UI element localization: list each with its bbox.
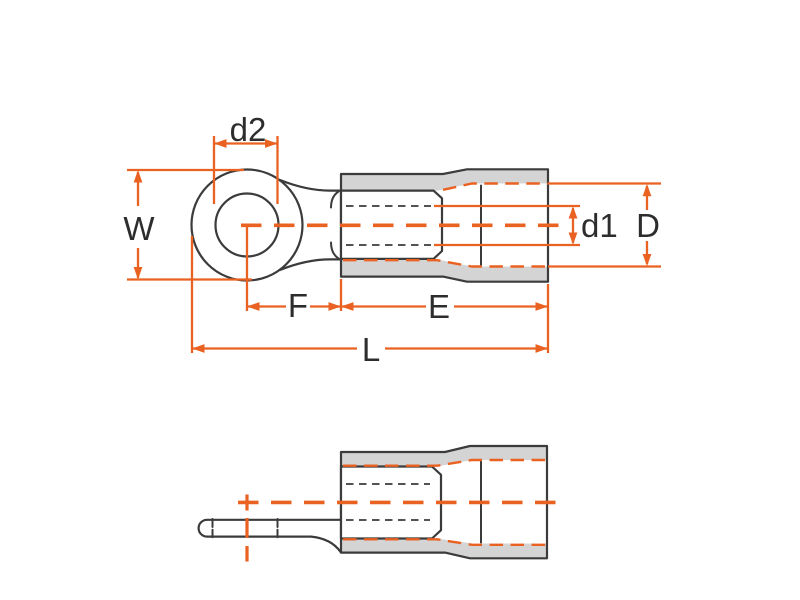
arrowhead-left — [247, 302, 260, 311]
insulation-sleeve-outline — [339, 444, 549, 560]
dimension-L: L — [190, 236, 550, 368]
arrowhead-up — [133, 170, 143, 183]
dimension-d2: d2 — [212, 111, 279, 204]
hidden-wire-hole-lines — [346, 205, 431, 246]
dim-label-L: L — [362, 331, 380, 368]
dimension-D: D — [548, 182, 661, 268]
dim-label-d1: d1 — [581, 207, 618, 244]
dimension-d1: d1 — [434, 204, 618, 247]
arrowhead-right — [535, 302, 548, 311]
arrowhead-left — [341, 302, 354, 311]
arrowhead-down — [642, 254, 652, 267]
bottom-view — [197, 444, 562, 562]
dim-label-d2: d2 — [230, 111, 267, 148]
arrowhead-right — [328, 302, 341, 311]
dimension-F: F — [245, 225, 341, 324]
hidden-wire-hole-lines — [346, 483, 430, 521]
arrowhead-down — [133, 267, 143, 280]
insulation-sleeve-outline — [339, 168, 550, 283]
insulation-sleeve-section — [341, 446, 547, 559]
arrowhead-up — [642, 184, 652, 197]
tongue-hole-ticks — [211, 518, 279, 539]
dimension-E: E — [339, 279, 548, 325]
flat-tongue — [197, 518, 343, 553]
dim-label-D: D — [636, 207, 660, 244]
dim-label-E: E — [428, 288, 450, 325]
arrowhead-up — [568, 206, 578, 219]
barrel-mouth-flare — [330, 190, 340, 260]
arrowhead-right — [535, 344, 548, 353]
arrowhead-left — [214, 139, 227, 148]
insulation-bore-dashed-lines — [343, 182, 548, 268]
tongue-neck — [278, 178, 343, 272]
arrowhead-down — [568, 232, 578, 245]
insulation-sleeve-section — [341, 169, 548, 282]
arrowhead-left — [192, 344, 205, 353]
dim-label-W: W — [123, 210, 155, 247]
arrowhead-right — [265, 139, 278, 148]
dim-label-F: F — [288, 287, 308, 324]
dimension-W: W — [123, 168, 252, 281]
insulation-bore-dashed-lines — [343, 458, 547, 546]
top-view: d2 W d1 D F — [123, 111, 661, 368]
